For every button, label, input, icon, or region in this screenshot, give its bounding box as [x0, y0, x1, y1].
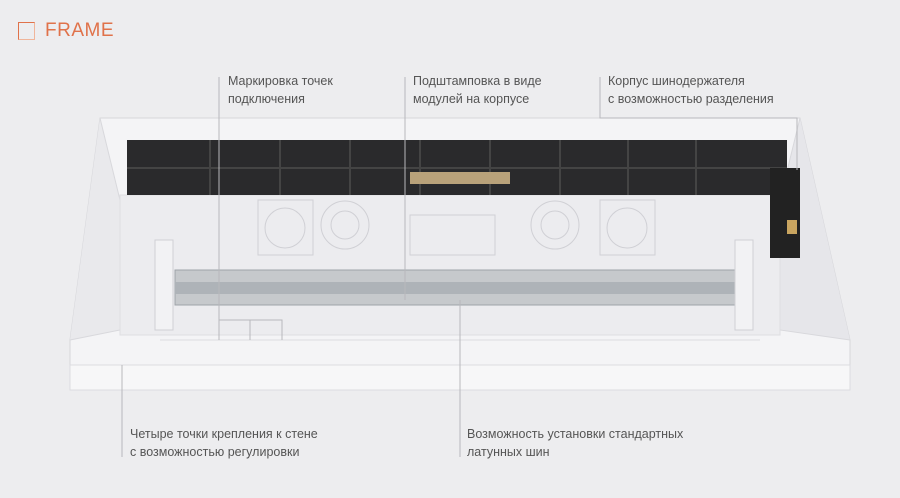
callout-knockouts: Подштамповка в виде модулей на корпусе	[413, 72, 542, 108]
callout-text: Четыре точки крепления к стене	[130, 427, 318, 441]
brand-name: FRAME	[45, 20, 114, 41]
callout-text: Подштамповка в виде	[413, 74, 542, 88]
callout-lines	[121, 77, 798, 457]
callout-text: латунных шин	[467, 445, 550, 459]
callout-bus-holder: Корпус шинодержателя с возможностью разд…	[608, 72, 774, 108]
frame-logo-icon	[18, 22, 35, 40]
callout-marking: Маркировка точек подключения	[228, 72, 333, 108]
din-rail	[154, 239, 754, 331]
callout-text: модулей на корпусе	[413, 92, 530, 106]
callout-text: Корпус шинодержателя	[608, 74, 745, 88]
callout-text: с возможностью регулировки	[130, 445, 300, 459]
callout-text: подключения	[228, 92, 305, 106]
callout-text: Возможность установки стандартных	[467, 427, 684, 441]
callout-brass-bars: Возможность установки стандартных латунн…	[467, 425, 683, 461]
callout-text: с возможностью разделения	[608, 92, 774, 106]
brand-logo: FRAME	[18, 20, 114, 42]
callout-text: Маркировка точек	[228, 74, 333, 88]
callout-mounting-points: Четыре точки крепления к стене с возможн…	[130, 425, 318, 461]
module-knockouts	[257, 199, 656, 256]
bus-holder	[127, 140, 800, 258]
